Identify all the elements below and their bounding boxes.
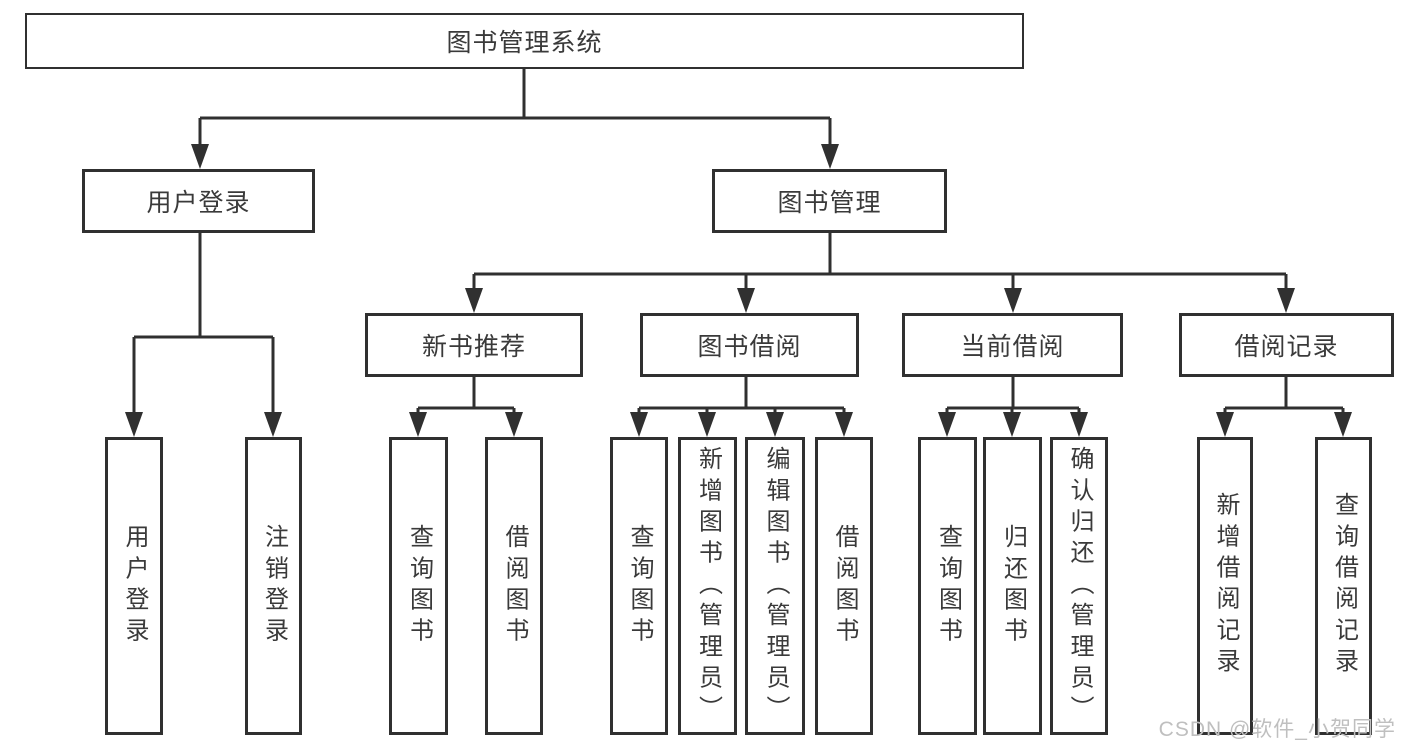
node-leaf-query-books-1: 查询图书 [389,437,448,735]
node-leaf-query-books-2: 查询图书 [610,437,668,735]
node-borrowing-records: 借阅记录 [1179,313,1394,377]
node-label: 借阅图书 [831,523,858,649]
node-label: 查询借阅记录 [1330,492,1358,680]
node-label: 编辑图书（管理员） [762,445,789,727]
node-label: 查询图书 [405,523,433,649]
node-label: 借阅记录 [1234,333,1339,361]
node-leaf-add-books-admin: 新增图书（管理员） [678,437,737,735]
node-book-management: 图书管理 [712,169,947,233]
node-label: 借阅图书 [501,523,528,649]
node-leaf-return-books: 归还图书 [983,437,1042,735]
node-leaf-borrow-books-2: 借阅图书 [815,437,873,735]
node-label: 图书借阅 [697,333,802,361]
node-leaf-confirm-return-admin: 确认归还（管理员） [1050,437,1108,735]
node-label: 归还图书 [999,523,1027,649]
node-label: 新增借阅记录 [1212,492,1239,680]
node-label: 新书推荐 [421,333,526,361]
node-label: 当前借阅 [960,333,1065,361]
node-leaf-add-borrow-record: 新增借阅记录 [1197,437,1253,735]
node-leaf-query-books-3: 查询图书 [918,437,977,735]
node-leaf-user-login: 用户登录 [105,437,163,735]
node-label: 查询图书 [626,523,653,649]
node-label: 图书管理 [777,189,882,217]
node-label: 查询图书 [934,523,962,649]
node-leaf-query-borrow-record: 查询借阅记录 [1315,437,1372,735]
node-label: 新增图书（管理员） [694,445,722,727]
node-new-book-recommend: 新书推荐 [365,313,583,377]
node-leaf-borrow-books-1: 借阅图书 [485,437,543,735]
node-current-borrowing: 当前借阅 [902,313,1123,377]
node-book-borrowing: 图书借阅 [640,313,859,377]
node-label: 图书管理系统 [446,29,603,57]
node-label: 用户登录 [121,523,148,649]
node-root-library-system: 图书管理系统 [25,13,1024,69]
csdn-watermark: CSDN @软件_小贺同学 [1158,718,1396,741]
node-leaf-logout: 注销登录 [245,437,302,735]
node-user-login: 用户登录 [82,169,315,233]
node-label: 注销登录 [260,523,288,649]
node-label: 用户登录 [146,189,251,217]
node-label: 确认归还（管理员） [1066,445,1093,727]
node-leaf-edit-books-admin: 编辑图书（管理员） [745,437,805,735]
